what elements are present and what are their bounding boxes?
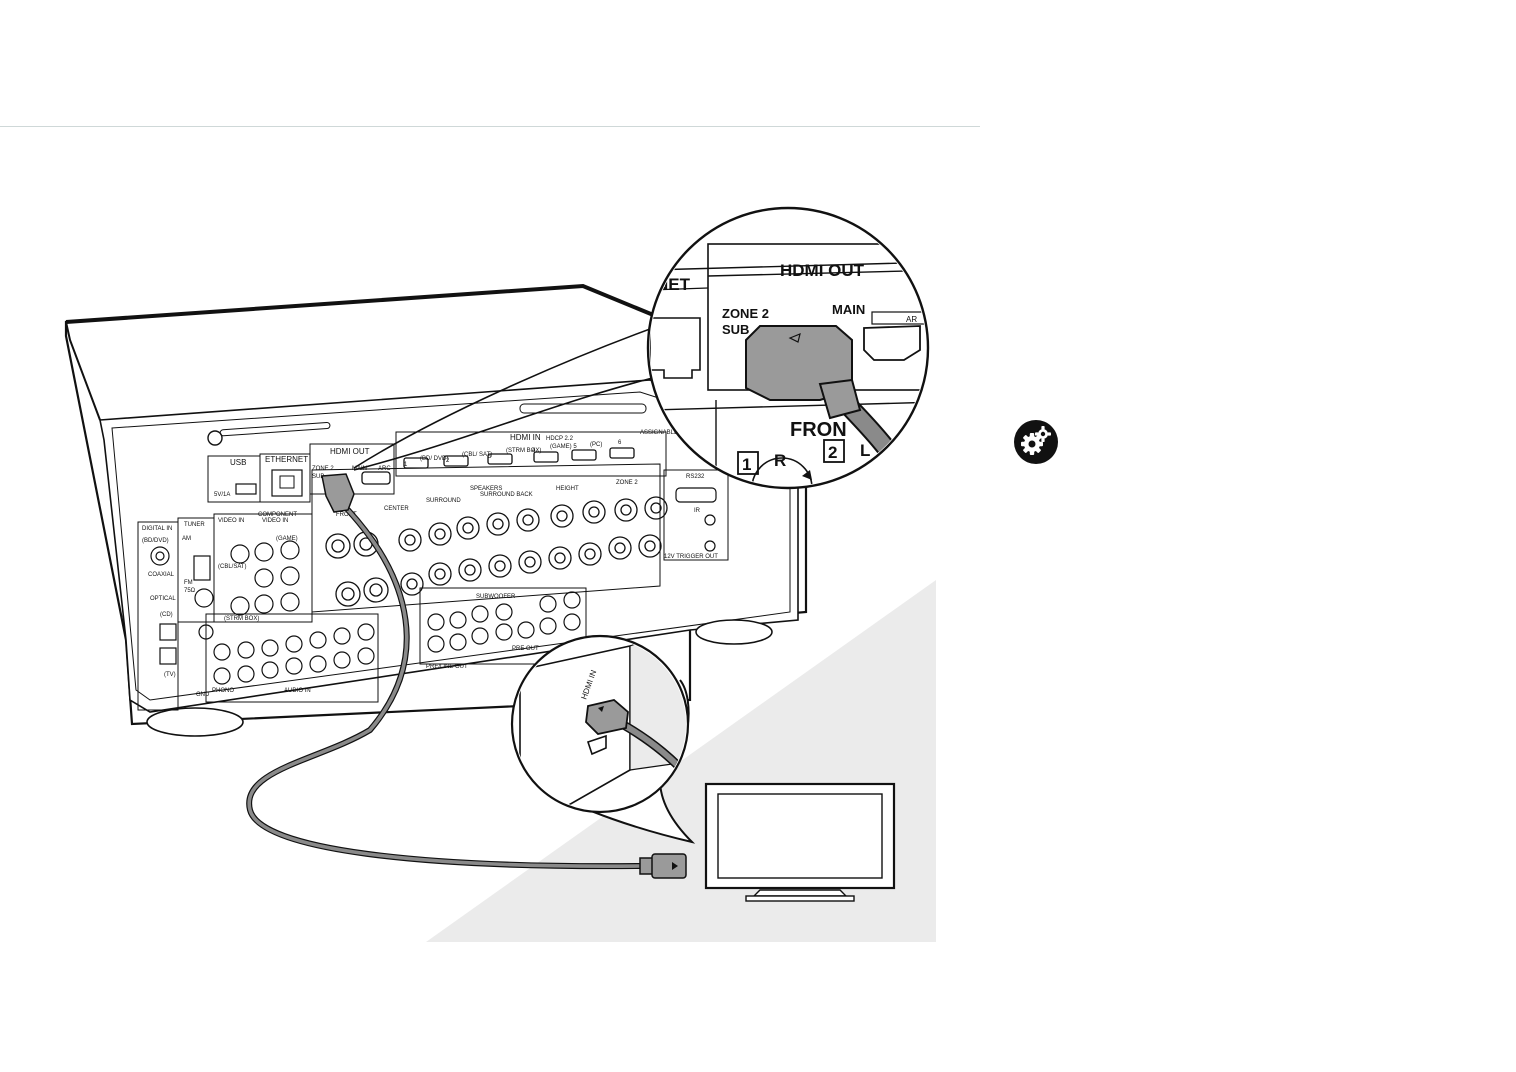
usb-label: USB bbox=[230, 458, 246, 467]
zoom-hdmi-out-label: HDMI OUT bbox=[780, 261, 865, 280]
hdmi-in-port-3: 3 bbox=[488, 454, 492, 460]
coaxial-label: COAXIAL bbox=[148, 572, 175, 578]
usb-port-label: 5V/1A bbox=[214, 492, 230, 498]
hdmi-in-port-1: 1 bbox=[404, 462, 408, 468]
tv-label: (TV) bbox=[164, 672, 176, 678]
optical-label: OPTICAL bbox=[150, 596, 176, 602]
height-label: HEIGHT bbox=[556, 486, 579, 492]
component-video-in-label: VIDEO IN bbox=[262, 518, 288, 524]
hdmi-plug-receiver bbox=[321, 473, 355, 513]
fm-ohm-label: 75Ω bbox=[184, 588, 196, 594]
surround-label: SURROUND bbox=[426, 498, 461, 504]
hdmi-in-label: HDMI IN bbox=[510, 433, 541, 442]
hdmi-in-port-game: (GAME) 5 bbox=[550, 444, 577, 450]
am-label: AM bbox=[182, 536, 191, 542]
pre-line-out-label: PRE/LINE OUT bbox=[426, 664, 468, 670]
game-label: (GAME) bbox=[276, 536, 298, 542]
arc-label: ARC bbox=[378, 466, 391, 472]
zoom-callout-hdmi-out: HDMI OUT NET ZONE 2 SUB MAIN AR FRON 1 R… bbox=[353, 206, 930, 490]
speakers-label: SPEAKERS bbox=[470, 486, 502, 492]
hdmi-in-port-pc: (PC) bbox=[590, 442, 602, 448]
strm-box-label: (STRM BOX) bbox=[224, 616, 259, 622]
assignable-label: ASSIGNABLE bbox=[640, 430, 678, 436]
hdmi-in-port-2: 2 bbox=[446, 458, 450, 464]
zoom-ch2-label: 2 bbox=[828, 443, 837, 462]
receiver-labels: USB 5V/1A ETHERNET HDMI OUT ZONE 2 SUB M… bbox=[142, 430, 718, 698]
zone2-label: ZONE 2 bbox=[312, 466, 334, 472]
trigger-label: 12V TRIGGER OUT bbox=[664, 554, 718, 560]
fm-label: FM bbox=[184, 580, 193, 586]
zoom-zone2-label: ZONE 2 bbox=[722, 306, 769, 321]
phono-label: PHONO bbox=[212, 688, 234, 694]
zoom-main-label: MAIN bbox=[832, 302, 865, 317]
zoom-r-label: R bbox=[774, 451, 786, 470]
pre-out-label: PRE OUT bbox=[512, 646, 539, 652]
zoom-ch1-label: 1 bbox=[742, 455, 751, 474]
zoom-l-label: L bbox=[860, 441, 870, 460]
video-in-label: VIDEO IN bbox=[218, 518, 244, 524]
gnd-label: GND bbox=[196, 692, 210, 698]
hdmi-plug-tv-end bbox=[639, 853, 687, 879]
bd-dvd-label: (BD/DVD) bbox=[142, 538, 169, 544]
zoom-arc-label: AR bbox=[906, 315, 917, 324]
gear-settings-icon bbox=[1014, 420, 1058, 464]
hdmi-in-port-bd: (BD/ DVD) bbox=[420, 456, 448, 462]
zoom-sub-label: SUB bbox=[722, 322, 749, 337]
cd-label: (CD) bbox=[160, 612, 173, 618]
cbl-sat-label: (CBL/SAT) bbox=[218, 564, 247, 570]
hdmi-in-port-4: 4 bbox=[532, 448, 536, 454]
surround-back-label: SURROUND BACK bbox=[480, 492, 533, 498]
component-label: COMPONENT bbox=[258, 512, 297, 518]
rs232-label: RS232 bbox=[686, 474, 705, 480]
front-label: FRONT bbox=[336, 512, 357, 518]
center-label: CENTER bbox=[384, 506, 409, 512]
digital-in-label: DIGITAL IN bbox=[142, 526, 172, 532]
hdmi-cable bbox=[246, 473, 687, 879]
header-rule bbox=[0, 126, 980, 127]
hdmi-in-port-cbl: (CBL/ SAT) bbox=[462, 452, 492, 458]
ir-label: IR bbox=[694, 508, 701, 514]
sub-label: SUB bbox=[312, 474, 324, 480]
hdmi-plug-tv-zoom bbox=[585, 699, 629, 735]
zoom-front-label: FRON bbox=[790, 419, 847, 441]
audio-in-label: AUDIO IN bbox=[284, 688, 311, 694]
television bbox=[704, 782, 896, 902]
zone2-speaker-label: ZONE 2 bbox=[616, 480, 638, 486]
hdmi-in-port-strm: (STRM BOX) bbox=[506, 448, 541, 454]
subwoofer-label: SUBWOOFER bbox=[476, 594, 516, 600]
hdmi-out-label: HDMI OUT bbox=[330, 447, 370, 456]
hdmi-in-port-6: 6 bbox=[618, 440, 622, 446]
tuner-label: TUNER bbox=[184, 522, 205, 528]
hdcp-label: HDCP 2.2 bbox=[546, 436, 574, 442]
ethernet-label: ETHERNET bbox=[265, 455, 308, 464]
